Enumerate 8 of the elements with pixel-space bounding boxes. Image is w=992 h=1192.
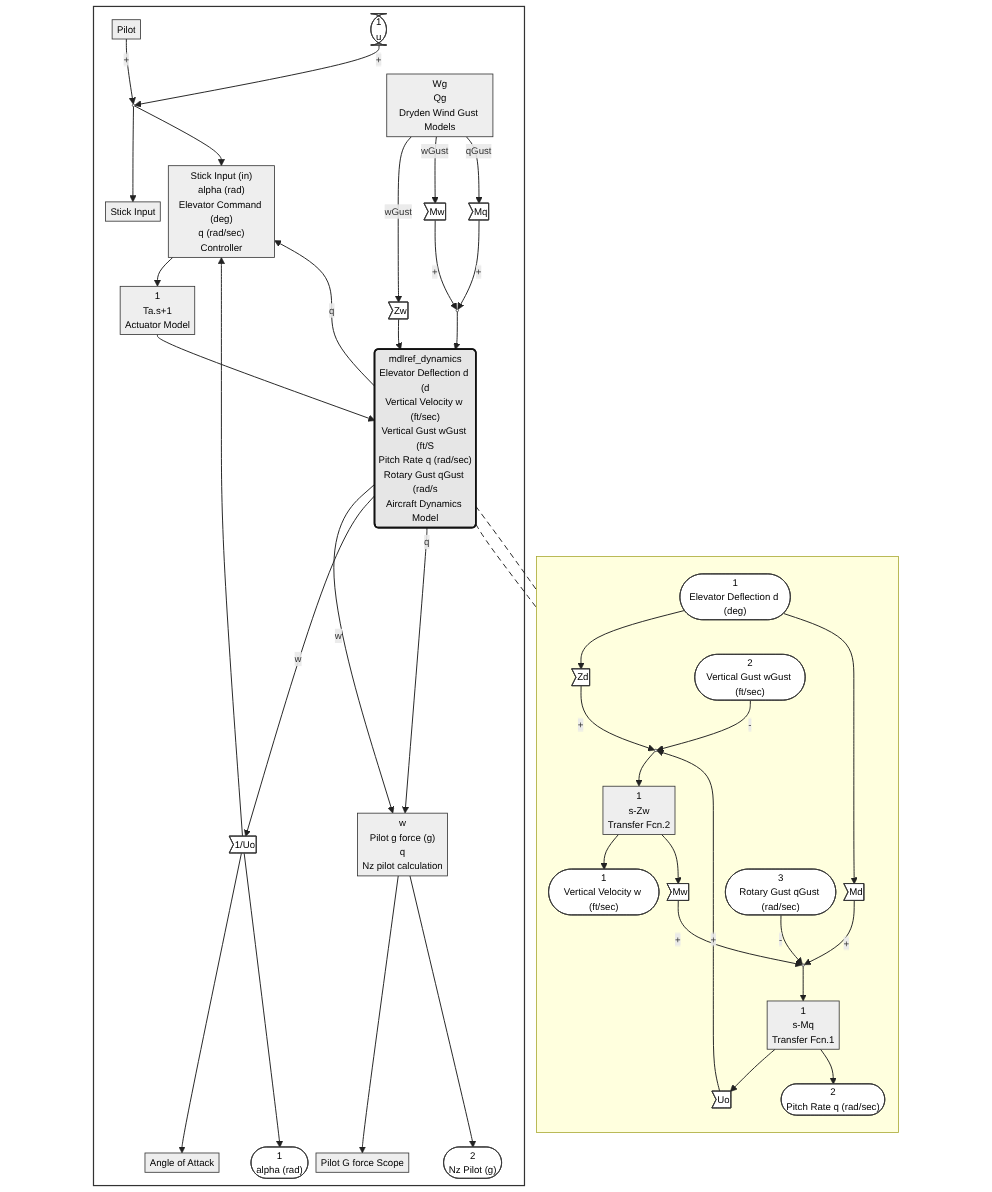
node-circle: [131, 103, 136, 107]
connector: [475, 505, 538, 591]
node-circle: [801, 963, 805, 967]
node-circle: [654, 748, 658, 753]
connector: [475, 523, 538, 609]
cluster: [536, 556, 899, 1133]
cluster: [92, 5, 526, 1187]
node-circle: [455, 308, 459, 313]
